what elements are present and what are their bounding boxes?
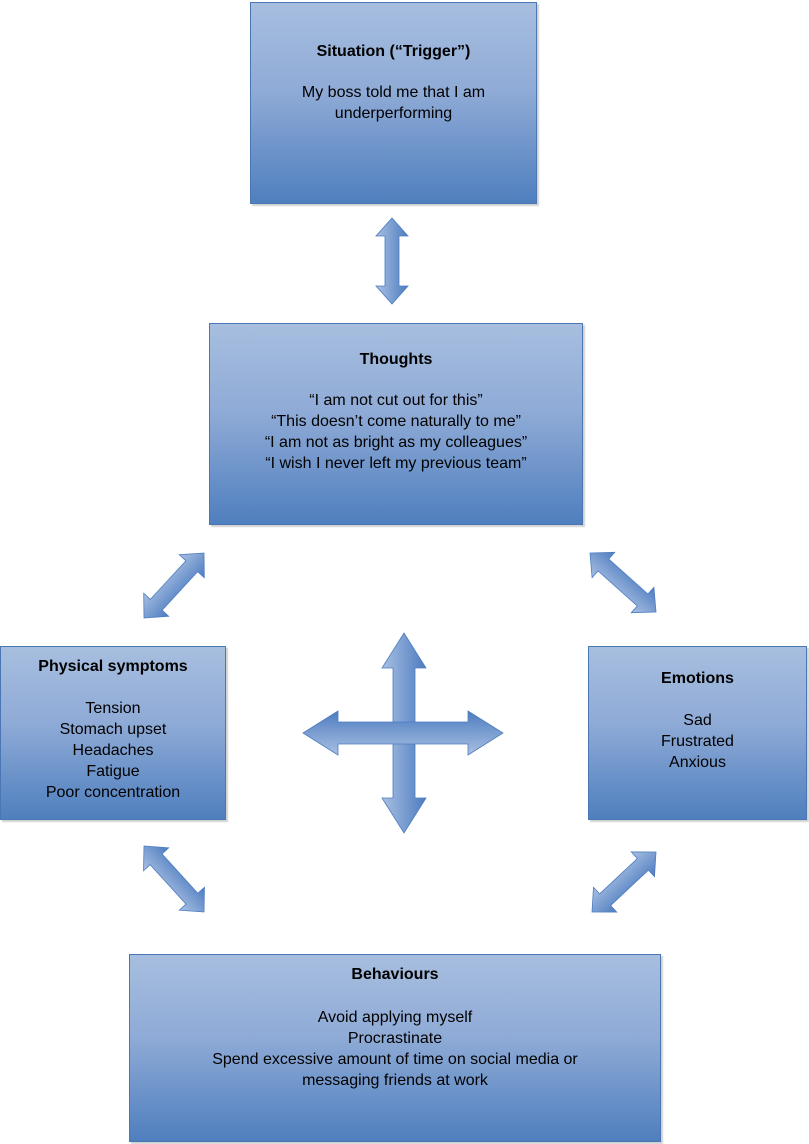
arrow-thoughts-physical: [143, 552, 205, 619]
behaviour-line: Avoid applying myself: [317, 1009, 473, 1026]
situation-lines: My boss told me that I am underperformin…: [251, 82, 536, 124]
emotions-box: Emotions Sad Frustrated Anxious: [588, 646, 807, 820]
symptom-line: Fatigue: [86, 763, 140, 780]
emotions-title: Emotions: [661, 670, 734, 687]
physical-symptoms-box: Physical symptoms Tension Stomach upset …: [0, 646, 226, 820]
thought-line: “I am not cut out for this”: [309, 392, 483, 409]
physical-symptoms-lines: Tension Stomach upset Headaches Fatigue …: [1, 698, 225, 803]
emotions-lines: Sad Frustrated Anxious: [589, 710, 806, 773]
arrow-center-horizontal: [302, 710, 504, 756]
symptom-line: Poor concentration: [45, 784, 181, 801]
behaviour-line: messaging friends at work: [302, 1072, 488, 1089]
emotion-line: Anxious: [669, 754, 726, 771]
thought-line: “I wish I never left my previous team”: [265, 455, 527, 472]
thought-line: “I am not as bright as my colleagues”: [264, 434, 528, 451]
symptom-line: Stomach upset: [59, 721, 167, 738]
thought-line: “This doesn’t come naturally to me”: [271, 413, 521, 430]
behaviours-box: Behaviours Avoid applying myself Procras…: [129, 954, 661, 1142]
symptom-line: Tension: [85, 700, 141, 717]
situation-line: underperforming: [334, 105, 453, 122]
behaviours-lines: Avoid applying myself Procrastinate Spen…: [130, 1007, 660, 1091]
arrow-emotions-behaviours: [591, 851, 657, 913]
arrow-situation-thoughts: [375, 217, 409, 305]
situation-line: My boss told me that I am: [301, 84, 486, 101]
thoughts-title: Thoughts: [359, 351, 433, 368]
behaviour-line: Spend excessive amount of time on social…: [212, 1051, 578, 1068]
thoughts-lines: “I am not cut out for this” “This doesn’…: [210, 390, 582, 474]
behaviour-line: Procrastinate: [347, 1030, 443, 1047]
emotion-line: Frustrated: [661, 733, 734, 750]
arrow-physical-behaviours: [143, 845, 205, 913]
symptom-line: Headaches: [72, 742, 154, 759]
emotion-line: Sad: [683, 712, 712, 729]
behaviours-title: Behaviours: [351, 966, 439, 983]
situation-title: Situation (“Trigger”): [316, 43, 471, 60]
situation-box: Situation (“Trigger”) My boss told me th…: [250, 2, 537, 204]
physical-symptoms-title: Physical symptoms: [38, 658, 188, 675]
arrow-thoughts-emotions: [589, 551, 657, 614]
thoughts-box: Thoughts “I am not cut out for this” “Th…: [209, 323, 583, 525]
